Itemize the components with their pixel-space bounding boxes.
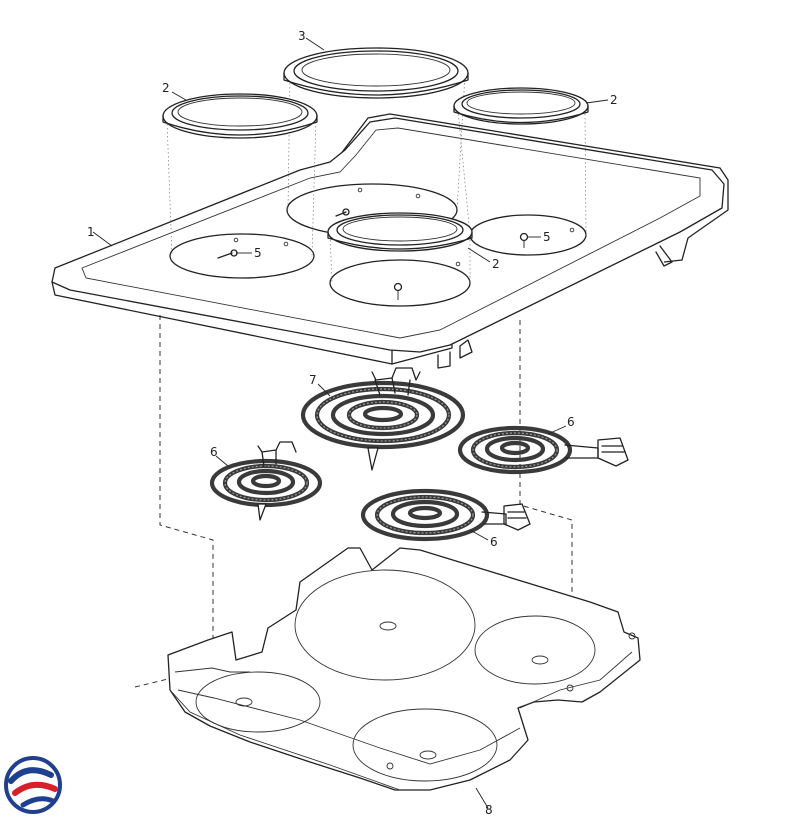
trim-ring-part-left [162, 93, 318, 139]
callout-1: 1 [87, 225, 95, 239]
small-coil-element-part-left [209, 441, 323, 521]
brand-logo-icon [4, 756, 62, 814]
callout-8: 8 [485, 803, 493, 817]
burner-box-part [167, 547, 641, 791]
small-coil-element-part-right [457, 425, 629, 475]
callout-3: 3 [298, 29, 306, 43]
callout-7: 7 [309, 373, 317, 387]
trim-ring-part-front [327, 212, 473, 252]
callout-6: 6 [210, 445, 218, 459]
trim-ring-part-right [453, 87, 589, 125]
small-coil-element-part-front [360, 488, 531, 542]
callout-5: 5 [543, 230, 551, 244]
callout-5: 5 [254, 246, 262, 260]
callout-2: 2 [610, 93, 618, 107]
callout-2: 2 [492, 257, 500, 271]
callout-leader-lines [92, 37, 609, 809]
callout-6: 6 [490, 535, 498, 549]
ring-alignment-lines [166, 74, 587, 284]
trim-ring-part-back [283, 47, 469, 99]
callout-6: 6 [567, 415, 575, 429]
callout-labels: 1 2 3 2 2 5 5 7 6 6 6 8 [87, 29, 618, 817]
large-coil-element-part [300, 367, 466, 471]
callout-2: 2 [162, 81, 170, 95]
